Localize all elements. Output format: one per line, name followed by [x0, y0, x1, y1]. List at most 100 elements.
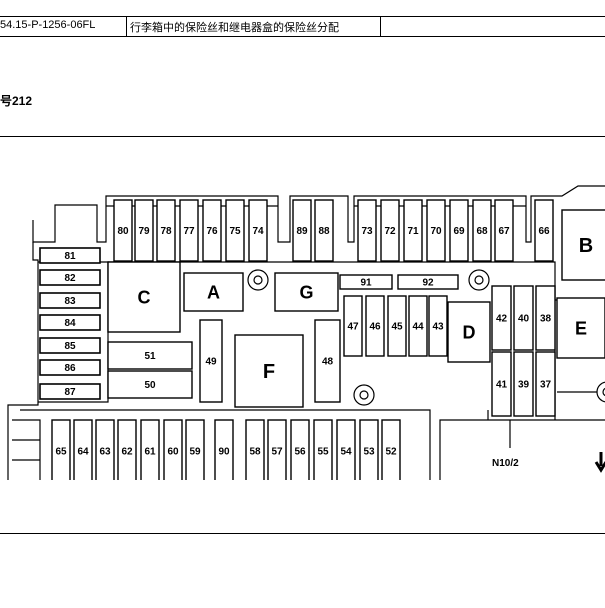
fuse-71-label: 71: [407, 226, 419, 237]
fuse-63-label: 63: [99, 447, 111, 458]
relay-D: D: [447, 301, 491, 363]
fuse-60-label: 60: [167, 447, 179, 458]
fuse-74: 74: [248, 199, 268, 262]
fuse-74-label: 74: [252, 226, 264, 237]
fuse-49: 49: [199, 319, 223, 403]
fuse-53: 53: [359, 419, 379, 480]
fuse-59: 59: [185, 419, 205, 480]
fuse-37-label: 37: [540, 380, 552, 391]
fuse-39: 39: [513, 351, 534, 417]
header-divider: [126, 16, 127, 37]
fuse-75-label: 75: [229, 226, 241, 237]
header-top-rule: [0, 16, 605, 17]
fuse-65: 65: [51, 419, 71, 480]
fuse-86-label: 86: [64, 363, 76, 374]
direction-arrow-icon: [594, 452, 605, 473]
fuse-85-label: 85: [64, 341, 76, 352]
fuse-61-label: 61: [144, 447, 156, 458]
fuse-63: 63: [95, 419, 115, 480]
relay-A: A: [183, 272, 244, 312]
fuse-90-label: 90: [218, 447, 230, 458]
fuse-62-label: 62: [121, 447, 133, 458]
fuse-71: 71: [403, 199, 423, 262]
fuse-56: 56: [290, 419, 310, 480]
relay-E-label: E: [575, 318, 587, 338]
fuse-75: 75: [225, 199, 245, 262]
fuse-84-label: 84: [64, 318, 76, 329]
fuse-39-label: 39: [518, 380, 530, 391]
fuse-76-label: 76: [206, 226, 218, 237]
fuse-48-label: 48: [322, 357, 334, 368]
fuse-69-label: 69: [453, 226, 465, 237]
fuse-38-label: 38: [540, 314, 552, 325]
mounting-hole: [468, 269, 490, 291]
relay-G: G: [274, 272, 339, 312]
fuse-55-label: 55: [317, 447, 329, 458]
fuse-92-label: 92: [422, 278, 434, 289]
fuse-70-label: 70: [430, 226, 442, 237]
fuse-45: 45: [387, 295, 407, 357]
fuse-77-label: 77: [183, 226, 195, 237]
fuse-52-label: 52: [385, 447, 397, 458]
fuse-42: 42: [491, 285, 512, 351]
fuse-78-label: 78: [160, 226, 172, 237]
fuse-80-label: 80: [117, 226, 129, 237]
fuse-77: 77: [179, 199, 199, 262]
fuse-79-label: 79: [138, 226, 150, 237]
fuse-73-label: 73: [361, 226, 373, 237]
fuse-55: 55: [313, 419, 333, 480]
mounting-hole: [353, 384, 375, 406]
fuse-67: 67: [494, 199, 514, 262]
fuse-46-label: 46: [369, 322, 381, 333]
fuse-53-label: 53: [363, 447, 375, 458]
fuse-67-label: 67: [498, 226, 510, 237]
fuse-88: 88: [314, 199, 334, 262]
fuse-51: 51: [107, 341, 193, 370]
fuse-56-label: 56: [294, 447, 306, 458]
fuse-52: 52: [381, 419, 401, 480]
fuse-84: 84: [39, 314, 101, 331]
fuse-76: 76: [202, 199, 222, 262]
relay-E: E: [556, 297, 605, 359]
fuse-81-label: 81: [64, 251, 76, 262]
fuse-44: 44: [408, 295, 428, 357]
relay-A-label: A: [207, 282, 220, 302]
fuse-44-label: 44: [412, 322, 424, 333]
fuse-80: 80: [113, 199, 133, 262]
fuse-54-label: 54: [340, 447, 352, 458]
fuse-40: 40: [513, 285, 534, 351]
fuse-43-label: 43: [432, 322, 444, 333]
fuse-46: 46: [365, 295, 385, 357]
fuse-49-label: 49: [205, 357, 217, 368]
fuse-61: 61: [140, 419, 160, 480]
fuse-51-label: 51: [144, 351, 156, 362]
fuse-43: 43: [428, 295, 448, 357]
mounting-hole: [247, 269, 269, 291]
document-header: 54.15-P-1256-06FL 行李箱中的保险丝和继电器盒的保险丝分配: [0, 0, 605, 38]
fuse-69: 69: [449, 199, 469, 262]
fuse-78: 78: [156, 199, 176, 262]
fuse-82-label: 82: [64, 273, 76, 284]
fuse-73: 73: [357, 199, 377, 262]
mounting-holes: [247, 269, 605, 406]
fuse-48: 48: [314, 319, 341, 403]
fuse-82: 82: [39, 269, 101, 286]
fuse-37: 37: [535, 351, 556, 417]
fuse-72-label: 72: [384, 226, 396, 237]
relay-B: B: [561, 209, 605, 281]
fuse-42-label: 42: [496, 314, 508, 325]
fuse-60: 60: [163, 419, 183, 480]
mounting-hole: [596, 381, 605, 403]
fuse-88-label: 88: [318, 226, 330, 237]
fuse-87: 87: [39, 383, 101, 400]
fuse-86: 86: [39, 359, 101, 376]
fuse-90: 90: [214, 419, 234, 480]
connector-callout: N10/2: [492, 458, 519, 469]
fuse-50: 50: [107, 370, 193, 399]
fuse-62: 62: [117, 419, 137, 480]
relay-C-label: C: [138, 287, 151, 307]
fuse-85: 85: [39, 337, 101, 354]
fuse-70: 70: [426, 199, 446, 262]
fuse-38: 38: [535, 285, 556, 351]
